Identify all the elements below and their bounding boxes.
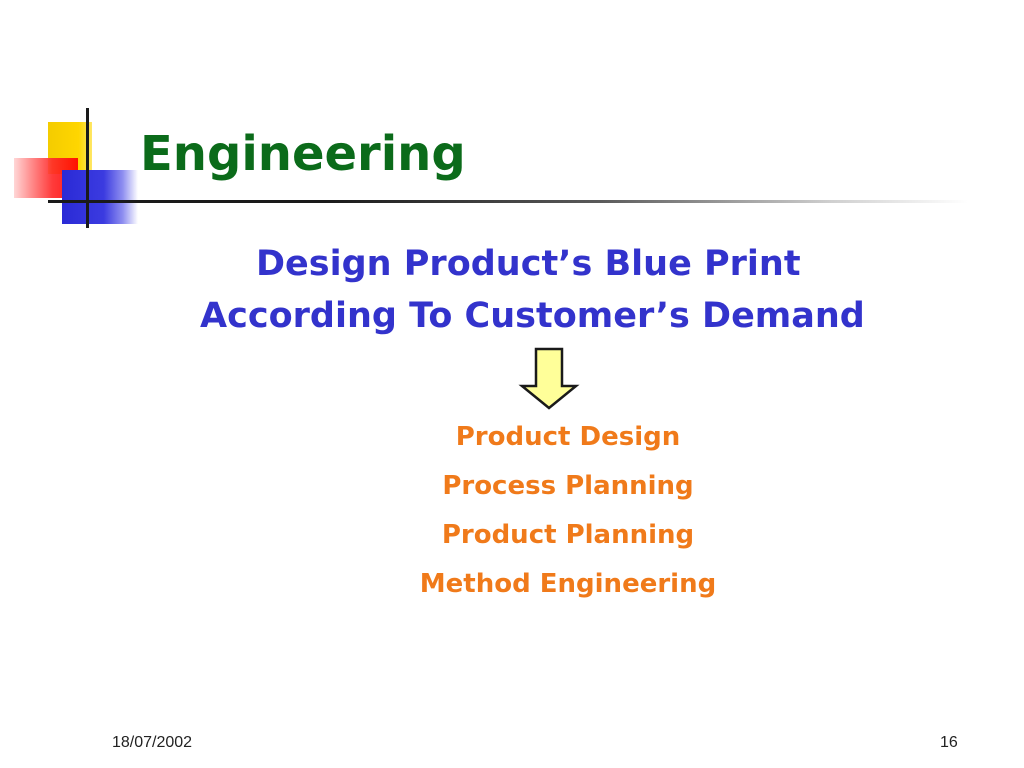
blue-square-decoration: [62, 170, 138, 224]
list-item-method-engineering: Method Engineering: [419, 569, 717, 599]
list-item-product-planning: Product Planning: [441, 520, 695, 550]
decorative-logo: [0, 0, 150, 240]
engineering-activities-list: Product Design Process Planning Product …: [300, 416, 836, 612]
vertical-line-decoration: [86, 108, 89, 228]
subtitle-line-2: According To Customer’s Demand: [200, 296, 865, 336]
footer-date: 18/07/2002: [112, 734, 193, 751]
title-underline: [48, 200, 968, 203]
down-arrow-icon: [518, 347, 580, 410]
list-item-process-planning: Process Planning: [442, 471, 694, 501]
page-number: 16: [940, 734, 958, 751]
subtitle: Design Product’s Blue Print According To…: [200, 238, 1000, 342]
subtitle-line-1: Design Product’s Blue Print: [256, 244, 801, 284]
slide-title: Engineering: [140, 126, 466, 182]
list-item-product-design: Product Design: [455, 422, 681, 452]
